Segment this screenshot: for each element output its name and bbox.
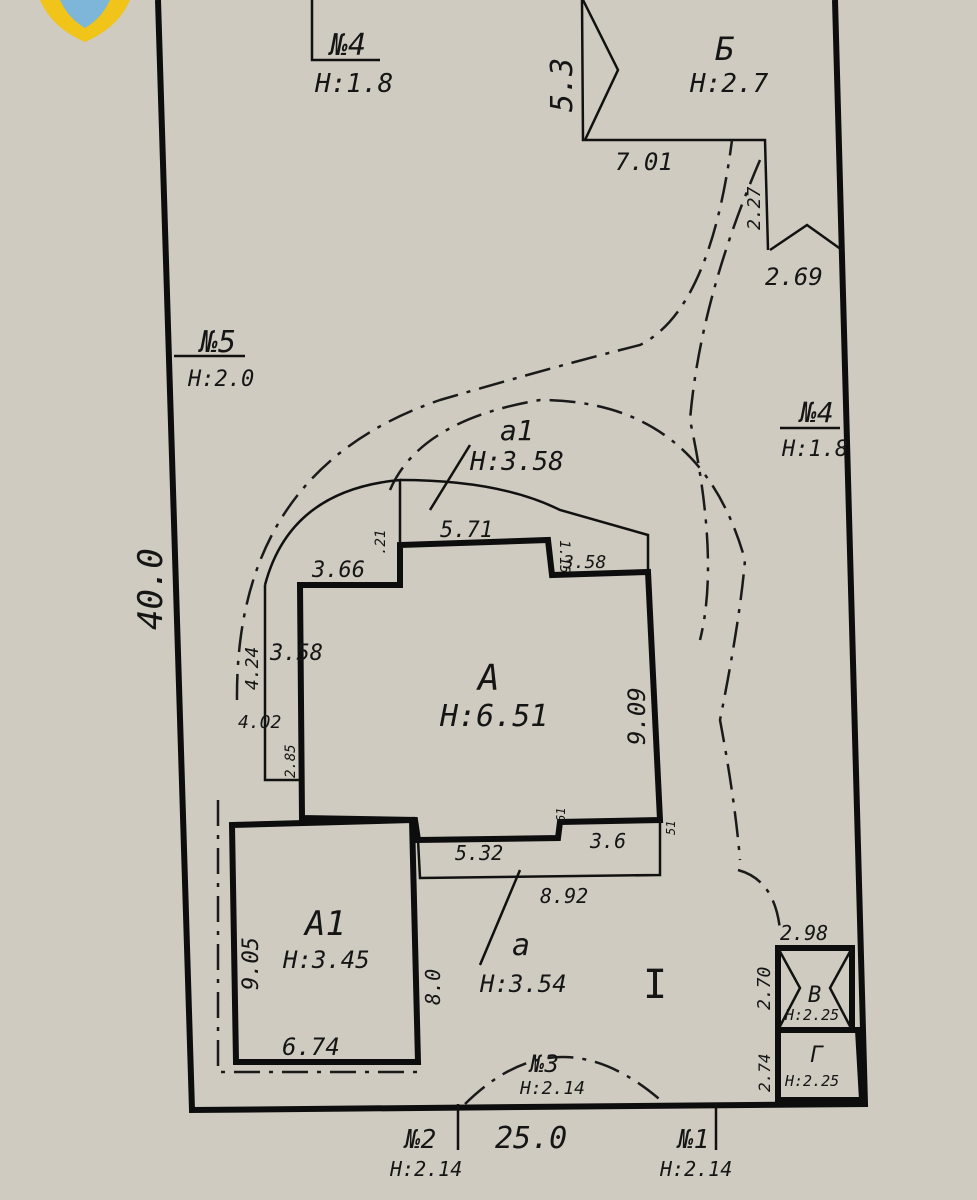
dim-bottom-892: 8.92 <box>540 884 588 908</box>
fence-n4-right-label: №4 <box>798 396 834 429</box>
dim-left-porch-w: 3.58 <box>269 641 323 666</box>
dim-left-02: 4.02 <box>238 712 281 733</box>
a1-porch-letter: а1 <box>500 414 534 447</box>
a1-roof-line <box>399 478 650 572</box>
bottom-porch <box>416 820 662 880</box>
a1-porch-height: Н:3.58 <box>469 447 564 477</box>
dim-a1-width: 6.74 <box>282 1033 340 1061</box>
dim-bottom-51: 51 <box>664 821 678 835</box>
walkway-right-1 <box>688 159 762 641</box>
dim-bottom-532: 5.32 <box>455 841 503 865</box>
building-a-height: Н:6.51 <box>439 699 548 734</box>
walkway-outer <box>235 139 734 701</box>
dim-a1-right: 1.15 <box>556 540 572 574</box>
dim-g-height: 2.74 <box>755 1053 774 1092</box>
fence-n1-height: Н:2.14 <box>659 1157 732 1181</box>
a1-porch-leader <box>428 444 472 511</box>
porch-letter: а <box>512 928 530 963</box>
dim-bottom-61: 61 <box>554 808 568 822</box>
fence-n4-top-line <box>310 0 380 62</box>
fence-n1-label: №1 <box>676 1125 709 1155</box>
building-a1-height: Н:3.45 <box>282 946 370 974</box>
building-v-letter: В <box>808 983 821 1008</box>
dim-site-width: 25.0 <box>495 1121 567 1156</box>
dim-v-height: 2.70 <box>754 967 775 1010</box>
dim-a1-height: 9.05 <box>239 937 264 990</box>
dim-b-side: 5.3 <box>545 58 580 112</box>
fence-n3-height: Н:2.14 <box>519 1078 585 1099</box>
fence-n2-label: №2 <box>403 1125 436 1155</box>
dim-a1-small: .21 <box>373 530 389 555</box>
dim-b-small: 2.27 <box>744 186 765 230</box>
building-b-letter: Б <box>715 30 734 68</box>
fence-n2-height: Н:2.14 <box>389 1157 462 1181</box>
building-a1-outline <box>228 816 422 1065</box>
building-v-roof <box>776 947 854 1031</box>
building-g-height: Н:2.25 <box>784 1072 839 1090</box>
gate-n3-arc <box>464 1055 666 1105</box>
dim-left-small: 2.85 <box>283 744 299 778</box>
shield-logo <box>40 0 130 42</box>
dim-v-width: 2.98 <box>780 921 828 945</box>
walkway-right-2 <box>388 398 747 861</box>
a1-arc <box>263 478 402 586</box>
dim-bottom-36: 3.6 <box>589 829 626 853</box>
fence-n5-label: №5 <box>198 325 236 360</box>
building-g-letter: Г <box>810 1043 824 1068</box>
dim-a1-side: 8.0 <box>421 969 445 1005</box>
porch-leader <box>478 869 522 966</box>
left-porch <box>263 585 300 782</box>
dim-b-shed: 2.69 <box>765 263 823 291</box>
dim-a1-top: 5.71 <box>440 518 493 543</box>
walkway-left <box>216 800 420 1074</box>
building-b-outline <box>580 0 770 251</box>
building-v-height: Н:2.25 <box>784 1006 839 1024</box>
fence-n4-right-height: Н:1.8 <box>781 437 848 462</box>
dim-left-porch-h: 4.24 <box>242 647 263 690</box>
fence-n3-label: №3 <box>528 1050 559 1078</box>
dim-a1-step: 3.58 <box>562 552 606 573</box>
porch-height: Н:3.54 <box>479 970 567 998</box>
yard-letter: I <box>643 962 667 1008</box>
dim-b-bottom: 7.01 <box>615 148 673 176</box>
building-b-height: Н:2.7 <box>689 69 769 99</box>
building-a1-letter: А1 <box>303 904 346 944</box>
gate-arc <box>737 868 782 931</box>
building-a-letter: А <box>476 658 500 699</box>
shed-roof <box>769 223 843 252</box>
building-g-outline <box>775 1027 866 1103</box>
dim-site-length: 40.0 <box>131 548 171 630</box>
dim-a1-left: 3.66 <box>311 558 365 583</box>
fence-n4-top-height: Н:1.8 <box>314 69 393 99</box>
fence-n5-height: Н:2.0 <box>187 367 254 392</box>
dim-main-right: 9.09 <box>623 687 651 745</box>
fence-n4-top-label: №4 <box>328 28 366 63</box>
plot-boundary <box>155 0 869 1114</box>
building-b-roof <box>581 0 620 141</box>
